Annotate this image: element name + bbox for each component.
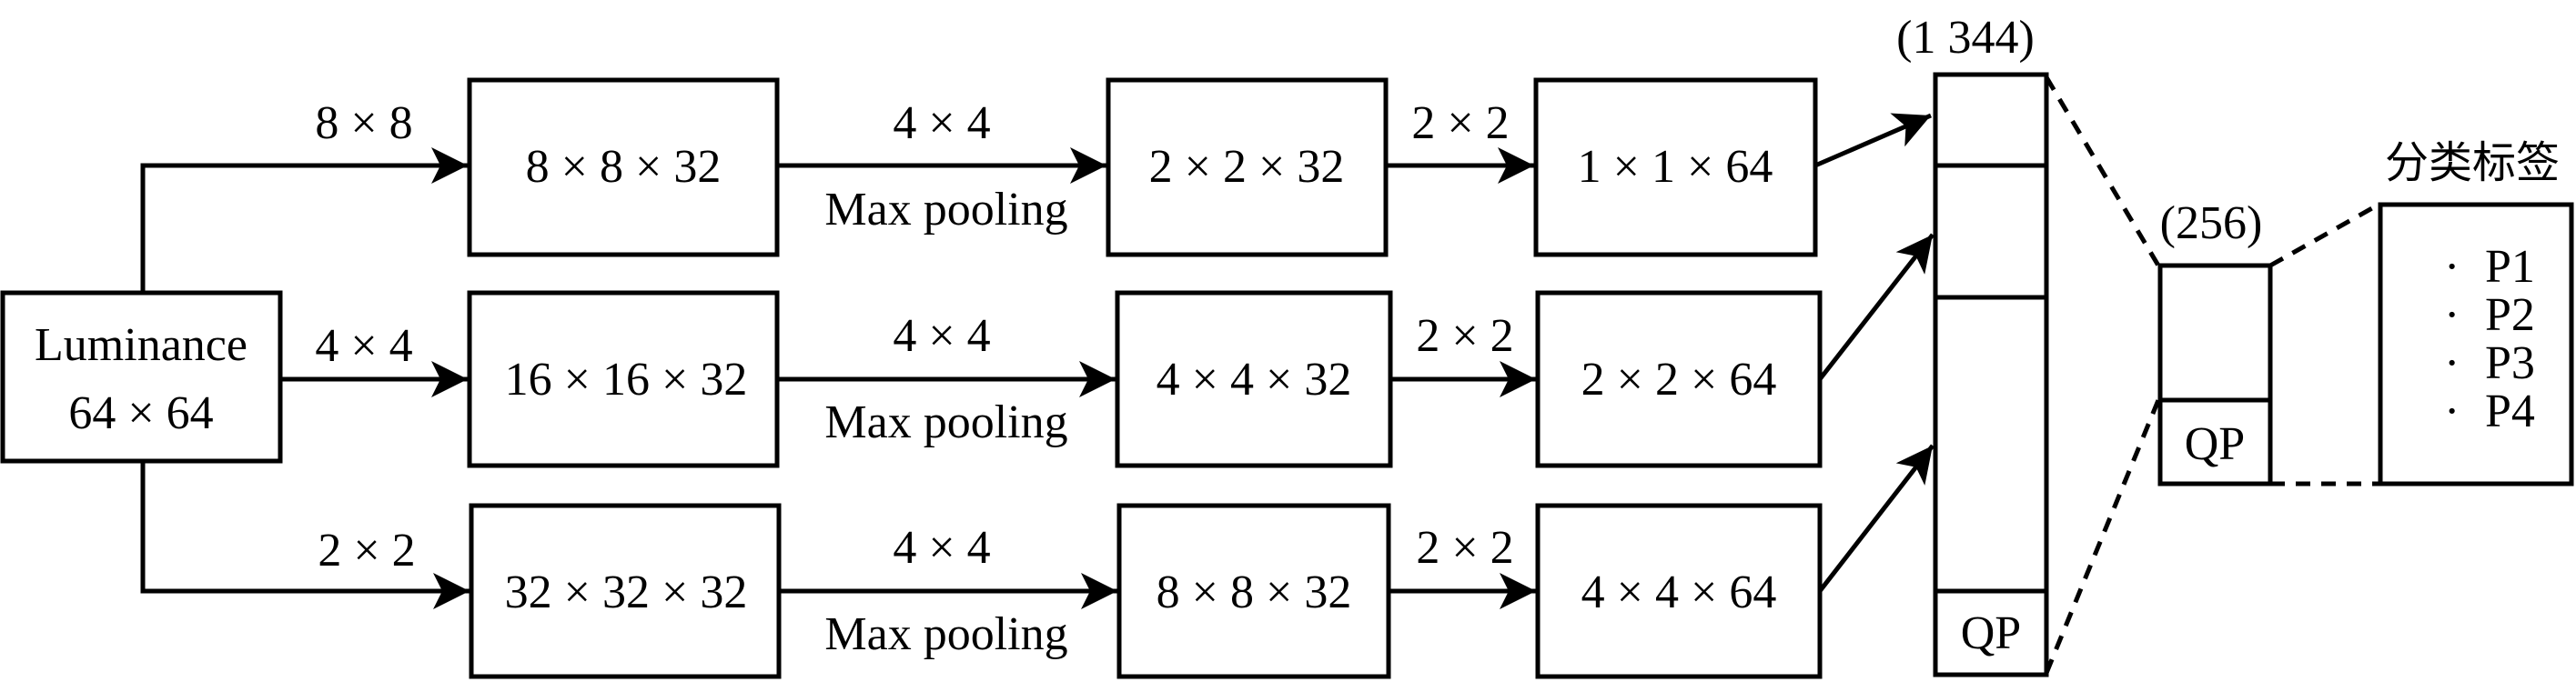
output-title: 分类标签 [2385,137,2560,188]
branch-2-pool-name: Max pooling [824,396,1067,448]
fc-size-label: (256) [2160,197,2263,249]
branch-1-pool-name: Max pooling [824,184,1067,236]
branch-2-output-label: 2 × 2 × 64 [1581,354,1777,406]
fc-vector: (256) QP [2157,197,2273,486]
output-bullet-4: · [2444,386,2460,437]
branch-1: 8 × 8 8 × 8 × 32 4 × 4 Max pooling 2 × 2… [315,77,1932,257]
branch-1-pool-size: 4 × 4 [893,97,990,149]
output-node: 分类标签 · P1 · P2 · P3 · P4 [2378,137,2574,486]
output-item-1: P1 [2485,241,2535,293]
output-item-2: P2 [2485,289,2535,341]
fc-qp-label: QP [2185,418,2245,470]
branch-3-pool-name: Max pooling [824,608,1067,660]
branch-3: 2 × 2 32 × 32 × 32 4 × 4 Max pooling 8 ×… [318,444,1935,679]
branch-1-kernel-label: 8 × 8 [315,97,412,149]
branch-2-pool-size: 4 × 4 [893,310,990,362]
branch-2-conv-label: 16 × 16 × 32 [505,354,748,406]
output-bullet-1: · [2444,241,2460,293]
branch-3-conv-label: 32 × 32 × 32 [505,567,748,618]
branch-1-output-label: 1 × 1 × 64 [1578,141,1773,193]
input-node: Luminance 64 × 64 [0,290,283,464]
branch-3-pooled-label: 8 × 8 × 32 [1157,567,1352,618]
concat-size-label: (1 344) [1896,12,2035,64]
output-item-3: P3 [2485,337,2535,389]
output-item-4: P4 [2485,386,2535,437]
output-bullet-3: · [2444,337,2460,389]
input-connectors [140,147,470,609]
branch-3-kernel-label: 2 × 2 [318,525,415,577]
concat-qp-label: QP [1961,607,2021,659]
output-bullet-2: · [2444,289,2460,341]
branch-3-kernel2-label: 2 × 2 [1416,522,1513,574]
branch-1-conv-label: 8 × 8 × 32 [526,141,722,193]
concat-to-fc-connectors [2044,75,2161,674]
branch-2-pooled-label: 4 × 4 × 32 [1157,354,1352,406]
branch-2-kernel2-label: 2 × 2 [1416,310,1513,362]
fc-to-output-connectors [2268,202,2380,486]
input-name: Luminance [35,319,247,371]
branch-3-output-label: 4 × 4 × 64 [1581,567,1777,618]
concat-vector: (1 344) QP [1896,12,2049,677]
branch-1-pooled-label: 2 × 2 × 32 [1149,141,1345,193]
branch-3-pool-size: 4 × 4 [893,522,990,574]
branch-2-kernel-label: 4 × 4 [315,320,412,372]
branch-2: 4 × 4 16 × 16 × 32 4 × 4 Max pooling 4 ×… [315,233,1935,468]
input-size: 64 × 64 [68,387,213,439]
branch-1-kernel2-label: 2 × 2 [1411,97,1509,149]
